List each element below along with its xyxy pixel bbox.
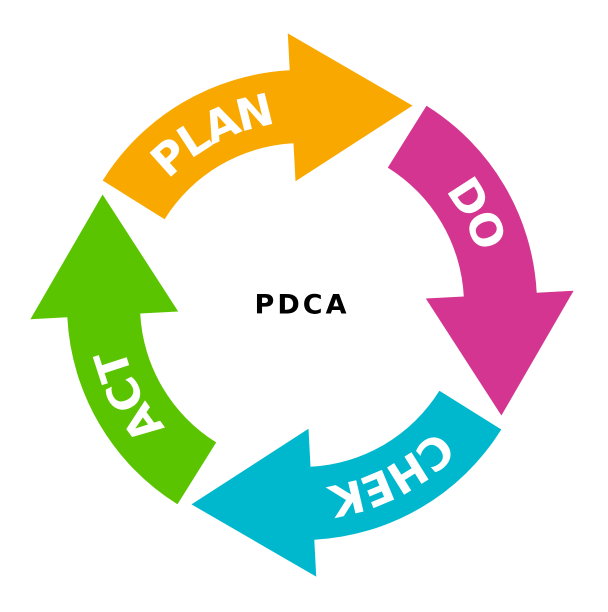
center-title: PDCA	[255, 290, 350, 321]
arrow-shape	[387, 105, 574, 416]
arrow-shape	[102, 33, 413, 220]
pdca-cycle: PLAN DO CHEK ACT PDCA	[30, 33, 574, 577]
arrow-shape	[30, 194, 217, 505]
arrow-shape	[191, 390, 502, 577]
arrow-act: ACT	[30, 194, 217, 505]
arrow-check: CHEK	[191, 390, 502, 577]
arrow-do: DO	[387, 105, 574, 416]
arrow-plan: PLAN	[102, 33, 413, 220]
